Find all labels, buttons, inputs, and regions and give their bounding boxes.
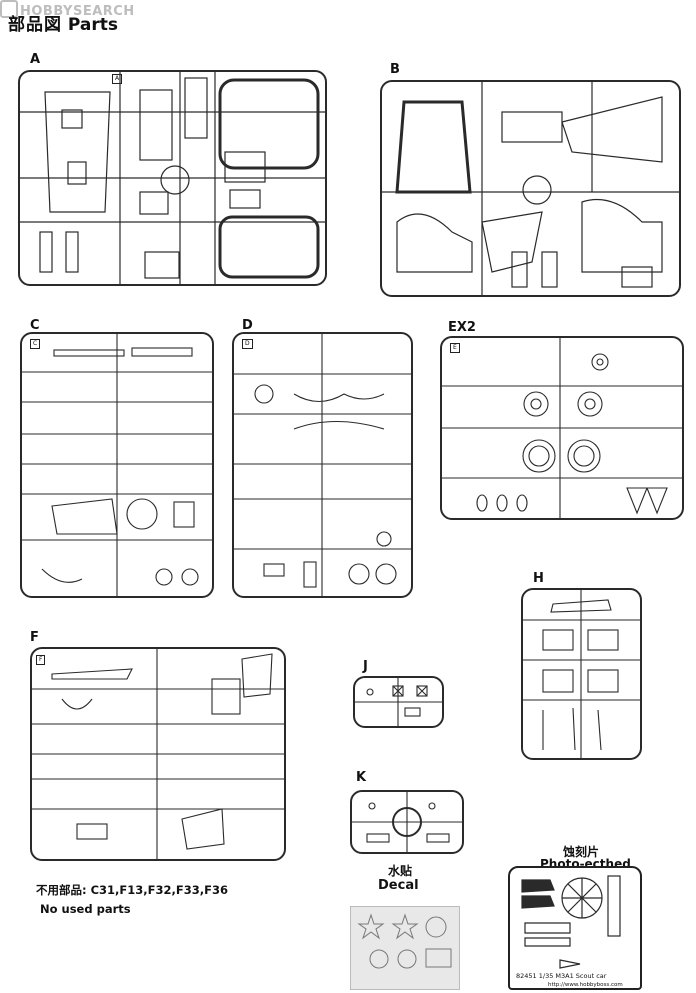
sprue-label-k: K <box>356 770 367 785</box>
sprue-j-parts <box>355 678 442 726</box>
sprue-label-d: D <box>242 318 253 333</box>
sprue-f-parts <box>32 649 284 859</box>
unused-parts-en: No used parts <box>40 902 131 916</box>
decal-sheet-art <box>357 913 452 969</box>
sprue-label-j: J <box>363 659 368 674</box>
decal-title-cn: 水贴 <box>388 864 413 878</box>
sprue-ex2-frame: E <box>440 336 684 520</box>
sprue-c-tag: C <box>30 339 41 349</box>
sprue-ex2-parts <box>442 338 682 518</box>
sprue-label-f: F <box>30 630 39 645</box>
sprue-label-a: A <box>30 52 41 67</box>
watermark: HOBBYSEARCH <box>0 0 135 19</box>
sprue-d-frame: D <box>232 332 413 598</box>
decal-title-en: Decal <box>378 878 419 893</box>
sprue-d-tag: D <box>242 339 253 349</box>
photo-etched-sheet: 82451 1/35 M3A1 Scout car http://www.hob… <box>508 866 642 990</box>
photo-etched-sheet-text: 82451 1/35 M3A1 Scout car <box>516 972 607 980</box>
sprue-j-frame <box>353 676 444 728</box>
sprue-b-parts <box>382 82 679 295</box>
decal-sheet <box>350 906 460 990</box>
sprue-label-h: H <box>533 571 544 586</box>
hobbysearch-logo-icon <box>0 0 18 18</box>
sprue-c-parts <box>22 334 212 596</box>
title-chinese: 部品図 <box>8 15 62 35</box>
photo-etched-url: http://www.hobbyboss.com <box>548 982 623 988</box>
sprue-label-ex2: EX2 <box>448 320 476 335</box>
sprue-label-c: C <box>30 318 40 333</box>
sprue-k-frame <box>350 790 464 854</box>
title-english: Parts <box>67 15 119 35</box>
sprue-f-frame: F <box>30 647 286 861</box>
sprue-c-frame: C <box>20 332 214 598</box>
sprue-label-b: B <box>390 62 400 77</box>
photo-etched-art: 82451 1/35 M3A1 Scout car http://www.hob… <box>516 875 623 988</box>
sprue-k-parts <box>352 792 462 852</box>
sprue-a-frame: A <box>18 70 327 286</box>
sprue-f-tag: F <box>36 655 46 665</box>
sprue-a-parts <box>20 72 325 284</box>
sprue-ex2-tag: E <box>450 343 460 353</box>
page-title: 部品図 Parts <box>8 10 118 35</box>
sprue-d-parts <box>234 334 411 596</box>
sprue-a-tag: A <box>112 74 123 84</box>
sprue-b-frame <box>380 80 681 297</box>
photo-etched-title-cn: 蚀刻片 <box>563 845 600 859</box>
sprue-h-frame <box>521 588 642 760</box>
sprue-h-parts <box>523 590 640 758</box>
unused-parts-cn: 不用部品: C31,F13,F32,F33,F36 <box>36 883 228 897</box>
